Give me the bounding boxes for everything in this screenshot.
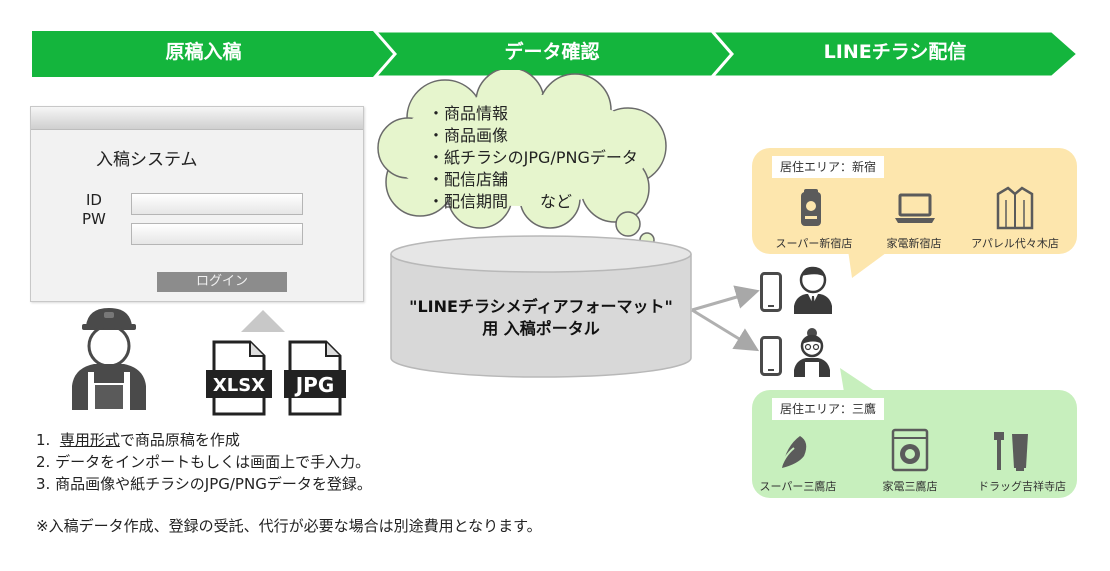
id-field[interactable] — [131, 193, 303, 215]
footnote: ※入稿データ作成、登録の受託、代行が必要な場合は別途費用となります。 — [36, 517, 542, 535]
shop-label: 家電新宿店 — [886, 237, 942, 250]
vegetable-icon — [779, 436, 807, 471]
step-banner — [32, 29, 1081, 79]
login-window: 入稿システム ID PW ログイン — [30, 106, 364, 302]
login-button[interactable]: ログイン — [157, 272, 287, 292]
cloud-item: ・商品画像 — [428, 126, 509, 145]
cloud-item: ・配信期間 など — [428, 192, 573, 211]
instruction-number: 1. — [36, 431, 51, 449]
instruction-item-2: 2. データをインポートもしくは画面上で手入力。 — [36, 453, 371, 471]
beer-can-icon — [801, 189, 821, 226]
jpg-file-icon: JPG — [284, 340, 346, 416]
portal-label: "LINEチラシメディアフォーマット" 用 入稿ポータル — [390, 296, 692, 340]
cloud-item: ・配信店舗 — [428, 170, 509, 189]
speech-tail-shinjuku — [848, 250, 890, 278]
smartphone-icon — [760, 272, 782, 312]
cloud-item: ・紙チラシのJPG/PNGデータ — [428, 148, 638, 167]
toothbrush-icon — [994, 432, 1028, 471]
woman-icon — [794, 328, 830, 377]
shop-label: ドラッグ吉祥寺店 — [978, 480, 1066, 493]
login-window-title: 入稿システム — [96, 150, 198, 170]
businessman-icon — [794, 266, 832, 314]
instruction-text: で商品原稿を作成 — [119, 431, 240, 449]
step-label-1: 原稿入稿 — [165, 41, 242, 63]
format-link[interactable]: 専用形式 — [59, 431, 120, 449]
cloud-item: ・商品情報 — [428, 104, 509, 123]
person-cap-icon — [72, 308, 146, 411]
thought-cloud — [377, 70, 667, 256]
cloud-item-list: ・商品情報 ・商品画像 ・紙チラシのJPG/PNGデータ ・配信店舗 ・配信期間… — [428, 103, 638, 213]
svg-text:XLSX: XLSX — [213, 375, 265, 396]
area-tag-mitaka: 居住エリア：三鷹 — [772, 398, 885, 420]
portal-line-1: "LINEチラシメディアフォーマット" — [409, 297, 673, 316]
speech-tail-mitaka — [840, 368, 876, 392]
washing-machine-icon — [891, 428, 929, 472]
upload-arrow — [241, 310, 285, 332]
shop-label: アパレル代々木店 — [971, 237, 1059, 250]
delivery-arrows — [691, 285, 760, 352]
step-arrow-1 — [32, 31, 395, 77]
xlsx-file-icon: XLSX — [206, 340, 272, 416]
pw-label: PW — [82, 210, 106, 228]
laptop-icon — [895, 193, 935, 223]
portal-cylinder — [390, 235, 692, 378]
svg-text:JPG: JPG — [294, 373, 335, 397]
step-arrow-3 — [708, 29, 1081, 79]
shirt-icon — [996, 186, 1034, 230]
window-titlebar — [31, 107, 363, 130]
step-label-3: LINEチラシ配信 — [823, 41, 967, 63]
instruction-list: 1. 専用形式で商品原稿を作成 2. データをインポートもしくは画面上で手入力。… — [36, 429, 372, 495]
instruction-item-3: 3. 商品画像や紙チラシのJPG/PNGデータを登録。 — [36, 475, 372, 493]
shop-label: スーパー三鷹店 — [759, 480, 837, 493]
area-tag-shinjuku: 居住エリア：新宿 — [772, 156, 885, 178]
portal-line-2: 用 入稿ポータル — [482, 319, 600, 338]
pw-field[interactable] — [131, 223, 303, 245]
shop-label: スーパー新宿店 — [775, 237, 853, 250]
shop-label: 家電三鷹店 — [882, 480, 938, 493]
instruction-item-1: 1. 専用形式で商品原稿を作成 — [36, 429, 372, 451]
id-label: ID — [86, 191, 102, 209]
step-label-2: データ確認 — [504, 41, 600, 63]
smartphone-icon — [760, 336, 782, 376]
